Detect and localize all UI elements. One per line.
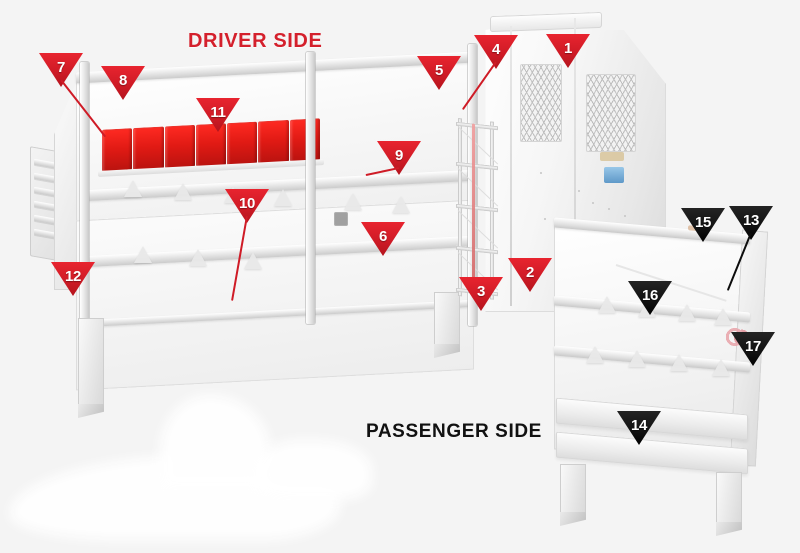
callout-number: 4 <box>491 41 501 58</box>
callout-14[interactable]: 14 <box>617 411 661 445</box>
callout-13[interactable]: 13 <box>729 206 773 240</box>
driver-leg <box>78 318 104 408</box>
callout-number: 2 <box>525 264 535 281</box>
shelf-divider <box>344 193 362 210</box>
shelf-divider <box>189 249 207 266</box>
driver-lower-back-panel <box>76 199 474 391</box>
callout-number: 10 <box>238 195 256 212</box>
callout-4[interactable]: 4 <box>474 35 518 69</box>
parts-bin <box>289 118 320 165</box>
shelf-divider <box>134 246 152 263</box>
callout-15[interactable]: 15 <box>681 208 725 242</box>
shelf-divider <box>628 350 646 367</box>
callout-number: 7 <box>56 59 66 76</box>
driver-side-shelving <box>24 44 494 460</box>
callout-10[interactable]: 10 <box>225 189 269 223</box>
callout-triangle: 6 <box>361 222 405 256</box>
parts-bin <box>164 124 195 172</box>
driver-upright-post <box>306 52 315 324</box>
callout-triangle: 3 <box>459 277 503 311</box>
callout-number: 3 <box>476 283 486 300</box>
shelf-divider <box>670 354 688 371</box>
bulkhead-seam <box>574 18 576 308</box>
callout-triangle: 17 <box>731 332 775 366</box>
callout-triangle: 1 <box>546 34 590 68</box>
callout-8[interactable]: 8 <box>101 66 145 100</box>
mesh-window-right <box>586 74 636 152</box>
callout-11[interactable]: 11 <box>196 98 240 132</box>
ladder-strap <box>472 123 475 294</box>
driver-upright-post <box>80 62 89 320</box>
shelf-divider <box>244 252 262 269</box>
callout-6[interactable]: 6 <box>361 222 405 256</box>
callout-3[interactable]: 3 <box>459 277 503 311</box>
callout-triangle: 11 <box>196 98 240 132</box>
callout-triangle: 8 <box>101 66 145 100</box>
shelf-divider <box>712 359 730 376</box>
callout-number: 1 <box>563 40 573 57</box>
callout-triangle: 5 <box>417 56 461 90</box>
ladder-rack <box>456 118 499 300</box>
callout-triangle: 12 <box>51 262 95 296</box>
ghost-silhouette-hump <box>160 395 270 490</box>
callout-2[interactable]: 2 <box>508 258 552 292</box>
driver-leg <box>434 292 460 348</box>
bulkhead-seam <box>510 26 512 306</box>
parts-bin <box>258 119 289 167</box>
callout-number: 6 <box>378 228 388 245</box>
shelf-divider <box>174 183 192 200</box>
shelf-divider <box>586 346 604 363</box>
passenger-leg <box>716 472 742 526</box>
callout-number: 14 <box>630 417 648 434</box>
callout-number: 17 <box>744 338 762 355</box>
passenger-side-shelving <box>540 217 770 526</box>
shelf-divider <box>274 189 292 206</box>
callout-triangle: 4 <box>474 35 518 69</box>
callout-number: 8 <box>118 72 128 89</box>
callout-triangle: 16 <box>628 281 672 315</box>
callout-triangle: 2 <box>508 258 552 292</box>
callout-12[interactable]: 12 <box>51 262 95 296</box>
callout-5[interactable]: 5 <box>417 56 461 90</box>
callout-17[interactable]: 17 <box>731 332 775 366</box>
shelf-divider <box>124 180 142 197</box>
callout-16[interactable]: 16 <box>628 281 672 315</box>
callout-number: 12 <box>64 268 82 285</box>
passenger-side-heading: PASSENGER SIDE <box>366 421 542 442</box>
callout-number: 5 <box>434 62 444 79</box>
ghost-silhouette-tail <box>252 440 372 500</box>
warning-label-blue <box>604 167 624 183</box>
shelf-divider <box>392 196 410 213</box>
callout-triangle: 15 <box>681 208 725 242</box>
parts-bin <box>133 126 164 174</box>
access-door <box>334 212 348 226</box>
warning-label-tan <box>600 152 624 161</box>
callout-1[interactable]: 1 <box>546 34 590 68</box>
shelf-divider <box>678 304 696 321</box>
mesh-window-left <box>520 64 562 142</box>
callout-number: 16 <box>641 287 659 304</box>
passenger-leg <box>560 464 586 516</box>
callout-number: 9 <box>394 147 404 164</box>
driver-side-heading: DRIVER SIDE <box>188 30 323 52</box>
callout-triangle: 14 <box>617 411 661 445</box>
shelf-divider <box>598 296 616 313</box>
callout-number: 13 <box>742 212 760 229</box>
parts-bin <box>102 128 133 175</box>
callout-number: 11 <box>210 104 226 121</box>
callout-number: 15 <box>694 214 712 231</box>
